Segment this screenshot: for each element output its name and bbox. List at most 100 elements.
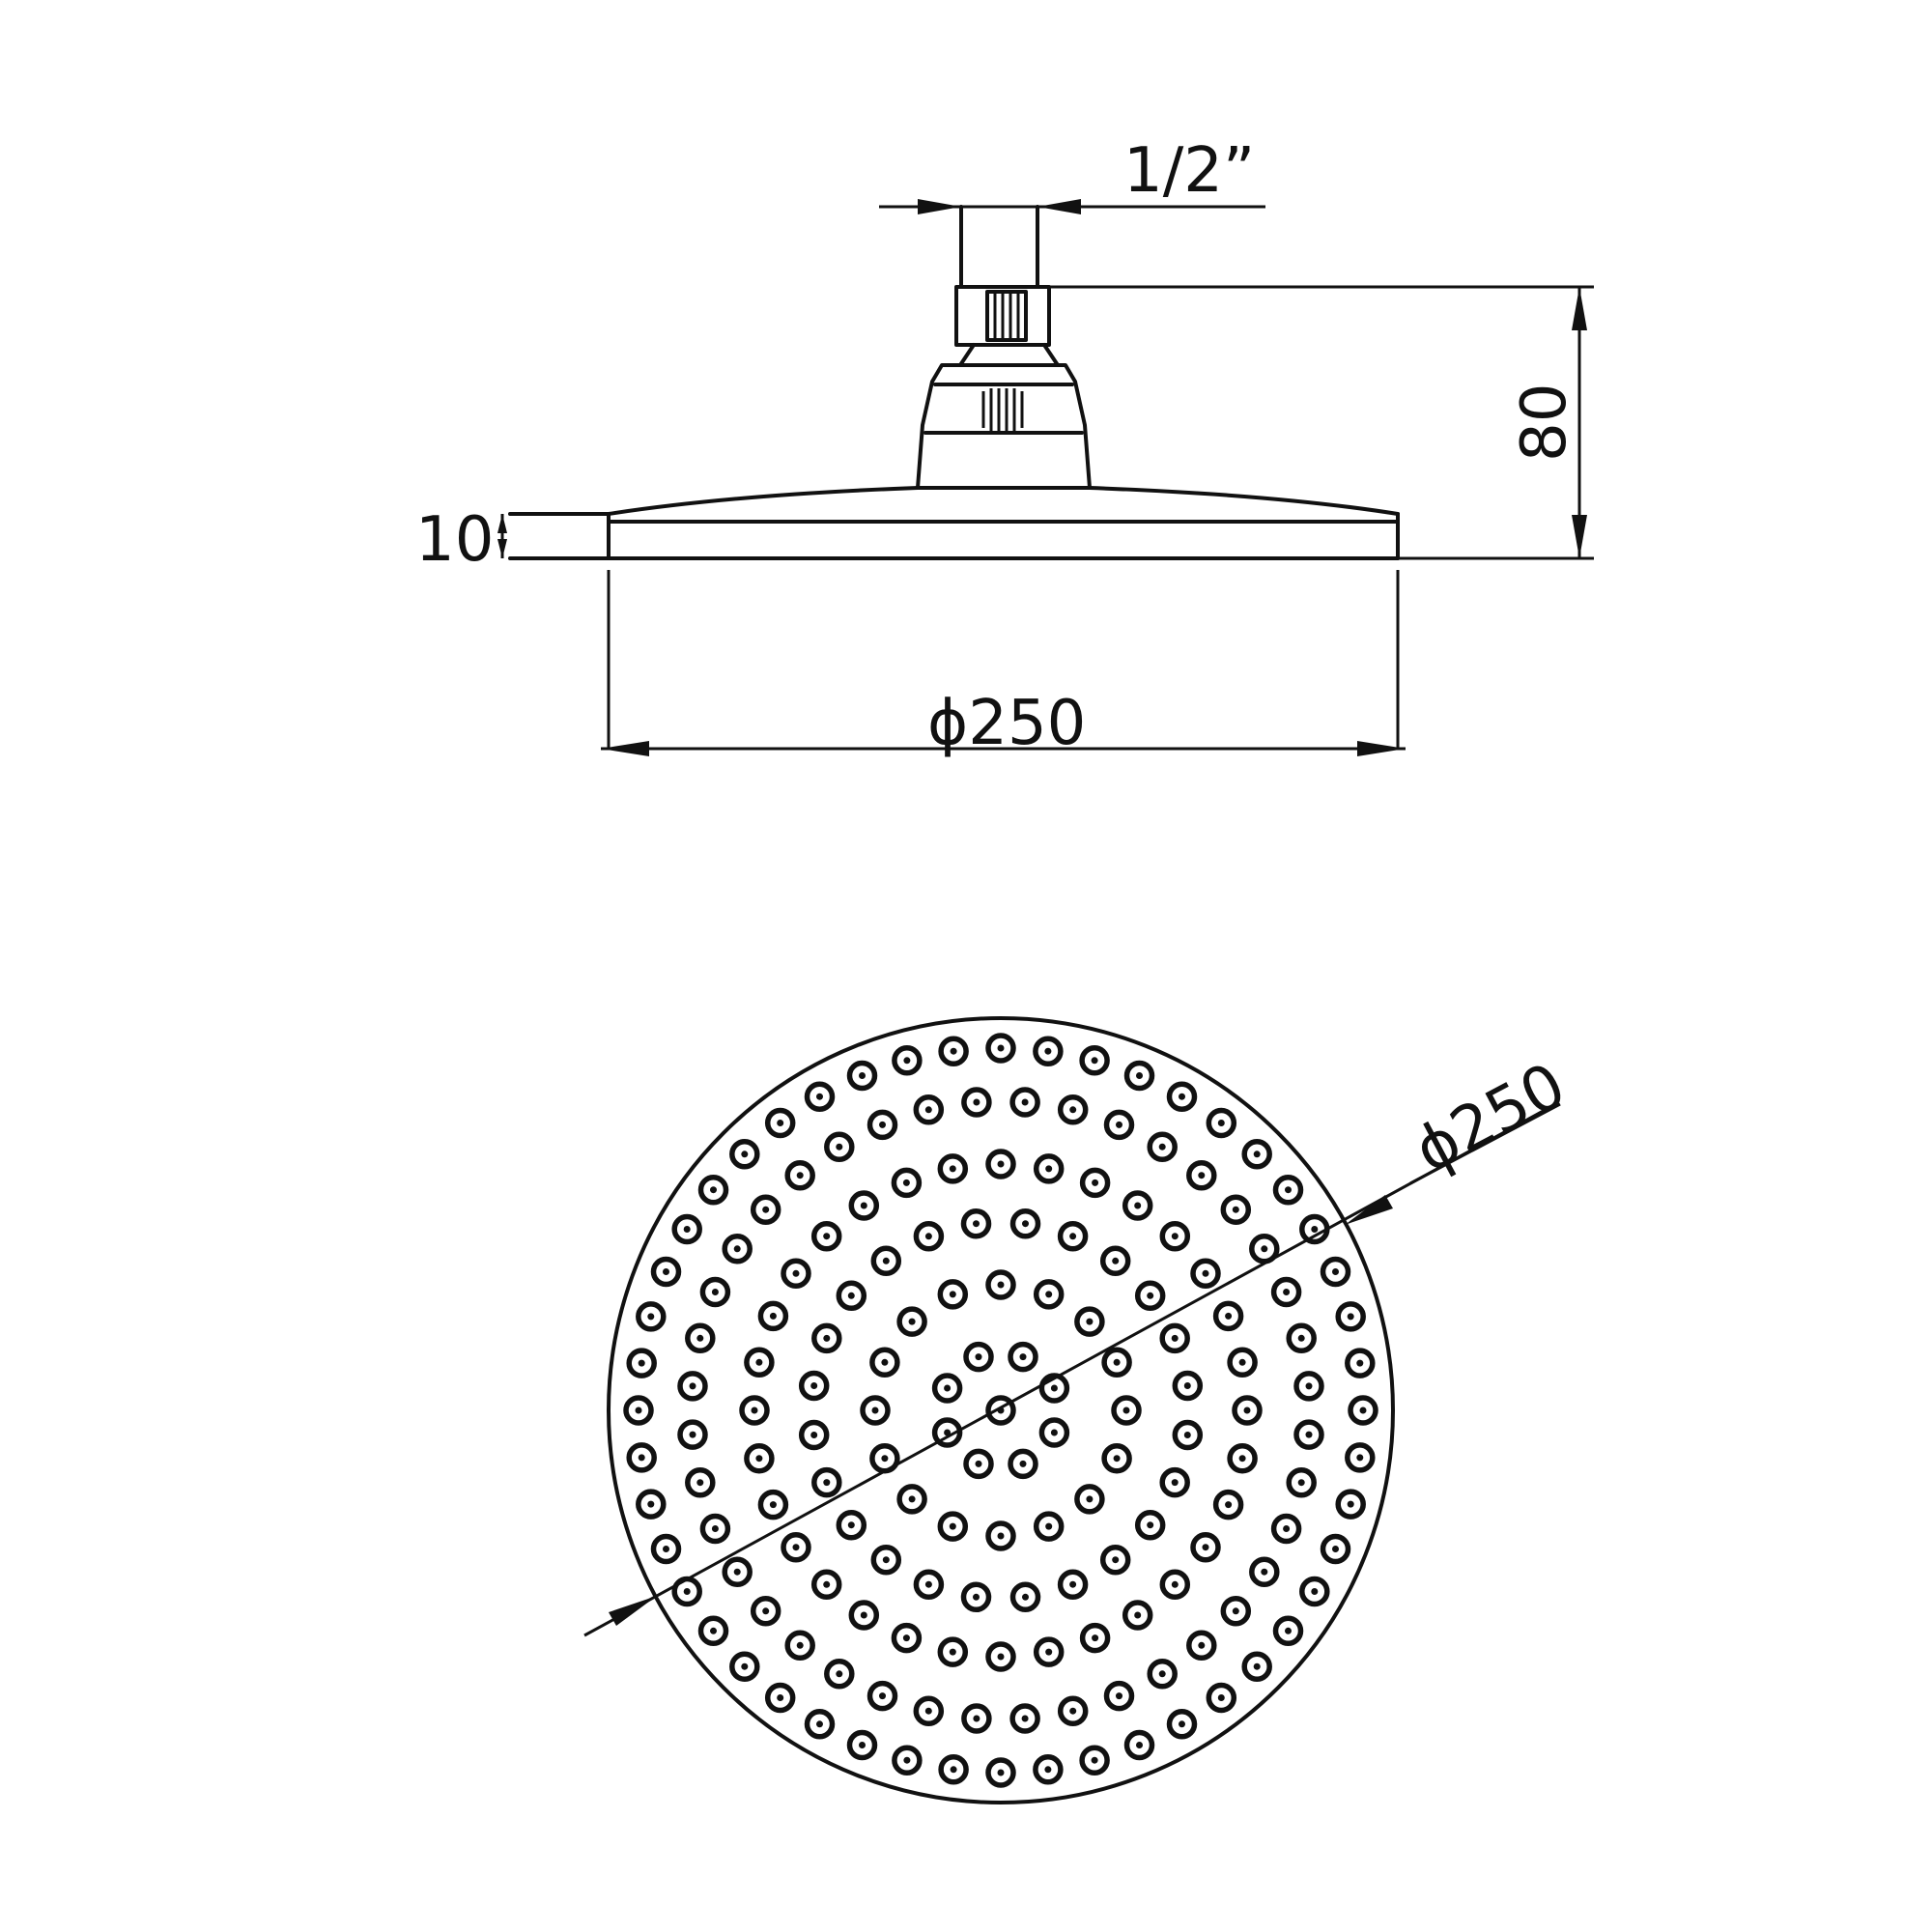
nozzle	[811, 1466, 842, 1498]
nozzle	[798, 1370, 830, 1402]
nozzle	[757, 1300, 789, 1332]
nozzle	[671, 1213, 702, 1245]
nozzle	[1320, 1256, 1351, 1288]
nozzle	[626, 1442, 657, 1473]
nozzle	[697, 1174, 729, 1206]
nozzle	[891, 1167, 923, 1199]
nozzle	[1166, 1709, 1198, 1740]
nozzle	[650, 1533, 682, 1565]
nozzle	[1172, 1370, 1204, 1402]
top-diameter-label: ϕ250	[1404, 1050, 1577, 1188]
nozzle	[1057, 1695, 1089, 1726]
nozzle	[985, 1641, 1016, 1672]
side-diameter-dimension: ϕ250	[601, 570, 1406, 759]
nozzle	[913, 1695, 945, 1726]
nozzle	[1079, 1622, 1111, 1654]
nozzle	[764, 1682, 796, 1714]
nozzle	[824, 1659, 855, 1690]
nozzle	[1099, 1245, 1131, 1277]
nozzle	[1299, 1576, 1330, 1607]
nozzle	[1111, 1395, 1142, 1426]
shower-head-profile	[508, 486, 1400, 560]
nozzle	[846, 1060, 878, 1092]
nozzle	[1286, 1322, 1317, 1354]
nozzle	[1212, 1300, 1244, 1332]
nozzle	[1348, 1395, 1378, 1426]
nozzle	[1212, 1489, 1244, 1520]
nozzle	[636, 1301, 667, 1332]
nozzle	[781, 1531, 811, 1563]
nozzle	[1008, 1341, 1038, 1373]
nozzle	[1074, 1306, 1105, 1337]
nozzle	[870, 1544, 902, 1576]
nozzle	[1335, 1489, 1366, 1520]
pipe-connector	[954, 205, 1051, 347]
nozzle	[1320, 1533, 1351, 1565]
nozzle	[1272, 1174, 1304, 1206]
nozzle	[1270, 1513, 1302, 1545]
nozzle	[1241, 1139, 1272, 1170]
nozzle	[985, 1520, 1016, 1551]
nozzle	[784, 1159, 815, 1191]
nozzle	[1220, 1194, 1252, 1225]
nozzle	[764, 1107, 796, 1139]
nozzle	[1345, 1442, 1376, 1473]
nozzle	[1009, 1581, 1041, 1613]
nozzle	[685, 1322, 716, 1354]
nozzle	[685, 1466, 716, 1498]
nozzle	[848, 1600, 880, 1631]
nozzle	[1190, 1531, 1221, 1563]
nozzle	[744, 1347, 775, 1378]
nozzle	[1206, 1107, 1237, 1139]
nozzle	[1009, 1703, 1040, 1734]
nozzle	[1057, 1094, 1089, 1125]
nozzle	[1033, 1511, 1065, 1542]
nozzle	[781, 1258, 811, 1290]
nozzle	[1272, 1615, 1304, 1647]
nozzle	[860, 1395, 891, 1426]
nozzle	[1227, 1347, 1258, 1378]
nozzle	[650, 1256, 682, 1288]
nozzle	[1009, 1208, 1041, 1239]
nozzle	[1166, 1081, 1198, 1112]
nozzle	[896, 1484, 927, 1515]
nozzle	[810, 1569, 842, 1601]
nozzle	[1186, 1630, 1217, 1662]
nozzle	[1206, 1682, 1237, 1714]
nozzle	[985, 1149, 1016, 1179]
ball-joint-nut	[916, 343, 1092, 490]
nozzle	[892, 1745, 923, 1776]
nozzle	[1134, 1280, 1166, 1312]
nozzle	[1122, 1190, 1153, 1221]
thickness-label: 10	[415, 504, 494, 576]
nozzle	[1008, 1448, 1038, 1480]
nozzle	[697, 1615, 729, 1647]
nozzle	[961, 1703, 992, 1734]
thread-dimension: 1/2”	[879, 135, 1265, 280]
nozzle	[824, 1131, 855, 1162]
nozzle	[1270, 1276, 1302, 1308]
nozzle	[1159, 1569, 1191, 1601]
nozzle	[848, 1190, 880, 1221]
nozzle	[913, 1569, 945, 1600]
side-view: 1/2”	[415, 135, 1594, 759]
nozzle	[963, 1341, 994, 1373]
nozzle	[1099, 1544, 1131, 1576]
nozzle	[1101, 1442, 1132, 1474]
nozzle	[1159, 1220, 1191, 1252]
nozzle	[1147, 1131, 1178, 1162]
nozzle	[869, 1347, 900, 1378]
nozzle	[960, 1581, 992, 1613]
nozzle	[913, 1094, 945, 1125]
nozzle	[1134, 1509, 1166, 1541]
nozzle	[810, 1220, 842, 1252]
nozzle	[722, 1234, 753, 1264]
nozzle	[1103, 1680, 1135, 1712]
nozzle	[1103, 1109, 1135, 1141]
nozzle	[867, 1109, 898, 1141]
nozzle-pattern	[623, 1033, 1378, 1788]
nozzle	[1345, 1348, 1376, 1378]
nozzle	[1038, 1417, 1070, 1448]
nozzle	[1159, 1322, 1190, 1354]
